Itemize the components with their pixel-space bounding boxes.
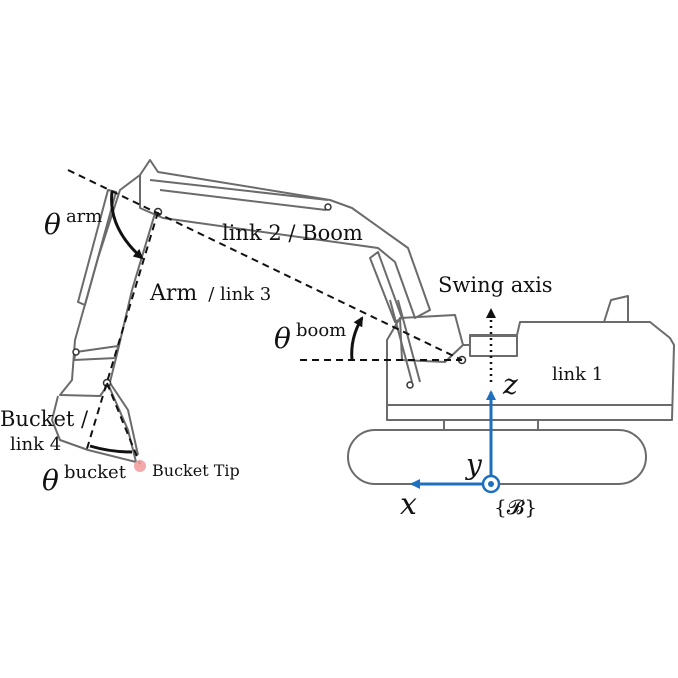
track [347,429,647,485]
x-axis-label: x [400,487,417,522]
bucket [51,383,137,463]
kinematic-dashed-lines [67,169,463,465]
bucket-line [106,382,141,465]
arm-label: Arm / link 3 [149,281,271,306]
theta-arm-symbol: θ [44,208,61,241]
bucket-tip-marker [134,460,146,472]
base-frame [410,390,501,494]
boom [139,159,431,319]
arm-link3: / link 3 [208,284,271,305]
theta-boom-symbol: θ [274,322,291,355]
arm-line [85,211,159,453]
theta-bucket-sup: bucket [64,462,127,483]
boom-angle-arc [350,316,364,361]
base-frame-label: {𝓑} [494,495,537,519]
excavator-drawing [51,159,675,485]
bucket-label-line2: link 4 [10,434,61,455]
link2-boom-label: link 2 / Boom [222,221,363,245]
theta-arm-label: θ arm [44,206,102,241]
bucket-tip-label: Bucket Tip [152,461,240,480]
z-axis-label: z [502,368,518,401]
house-link1 [386,295,675,421]
theta-bucket-symbol: θ [42,464,59,497]
y-axis-label: y [464,448,483,481]
theta-arm-sup: arm [66,206,102,227]
link1-label: link 1 [552,364,603,385]
theta-bucket-label: θ bucket [42,462,127,497]
theta-boom-label: θ boom [274,320,346,355]
arm-word: Arm [149,281,197,306]
bucket-label-line1: Bucket / [0,407,89,431]
theta-boom-sup: boom [296,320,346,341]
bucket-angle-arc [89,444,133,454]
swing-axis-label: Swing axis [438,273,553,297]
boom-line [67,169,463,361]
arm-angle-arc [110,191,144,260]
